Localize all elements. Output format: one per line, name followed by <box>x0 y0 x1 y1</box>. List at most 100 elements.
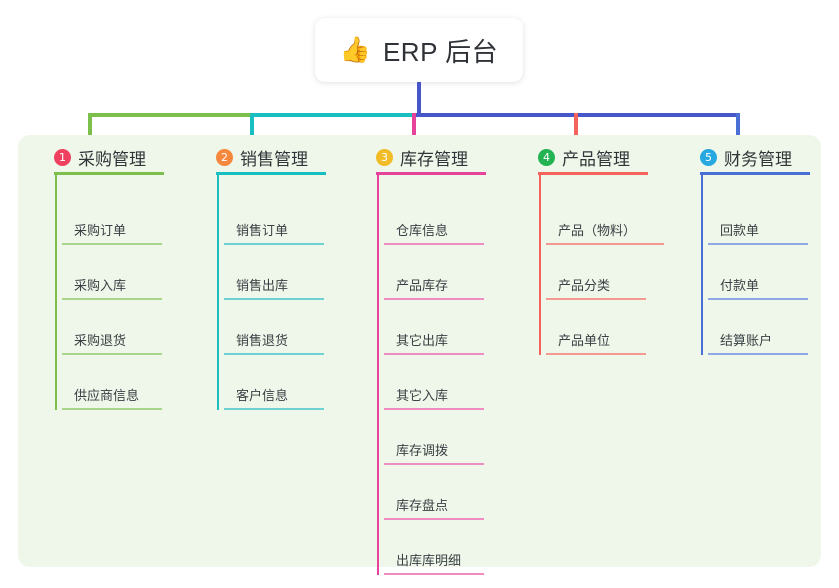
module-item-label: 产品库存 <box>396 278 449 293</box>
module-item-label: 其它入库 <box>396 388 449 403</box>
module-item-label: 出库库明细 <box>396 553 462 568</box>
module-item[interactable]: 其它入库 <box>384 362 484 410</box>
module-item[interactable]: 产品库存 <box>384 252 484 300</box>
module-title: 库存管理 <box>400 150 468 169</box>
module-item-rule <box>384 408 484 410</box>
module-number-badge: 1 <box>54 149 71 166</box>
module-item[interactable]: 仓库信息 <box>384 197 484 245</box>
connector-stem <box>417 82 421 115</box>
connector-drop-5 <box>736 113 740 147</box>
module-number-badge: 5 <box>700 149 717 166</box>
module-item-rule <box>708 298 808 300</box>
module-header-rule <box>54 172 164 175</box>
module-item-rule <box>384 353 484 355</box>
module-item-label: 客户信息 <box>236 388 289 403</box>
module-item[interactable]: 其它出库 <box>384 307 484 355</box>
module-title: 销售管理 <box>240 150 308 169</box>
module-item[interactable]: 回款单 <box>708 197 808 245</box>
module-item[interactable]: 库存调拨 <box>384 417 484 465</box>
module-item-label: 采购退货 <box>74 333 127 348</box>
module-item-label: 付款单 <box>720 278 760 293</box>
connector-drop-1 <box>88 113 92 147</box>
module-item[interactable]: 采购订单 <box>62 197 162 245</box>
module-header-rule <box>700 172 810 175</box>
module-number-badge: 4 <box>538 149 555 166</box>
module-item-rule <box>62 408 162 410</box>
module-item-label: 库存盘点 <box>396 498 449 513</box>
page-title: ERP 后台 <box>382 36 499 67</box>
connector-drop-4 <box>574 113 578 147</box>
module-item-label: 仓库信息 <box>396 223 449 238</box>
module-spine <box>55 175 57 410</box>
module-item-label: 采购入库 <box>74 278 127 293</box>
module-title: 采购管理 <box>78 150 146 169</box>
module-title: 财务管理 <box>724 150 792 169</box>
module-item[interactable]: 库存盘点 <box>384 472 484 520</box>
module-item-label: 销售退货 <box>236 333 289 348</box>
module-item[interactable]: 销售退货 <box>224 307 324 355</box>
module-item[interactable]: 产品（物料） <box>546 197 664 245</box>
module-item-label: 销售出库 <box>236 278 289 293</box>
module-number-badge: 2 <box>216 149 233 166</box>
module-spine <box>377 175 379 575</box>
module-item[interactable]: 客户信息 <box>224 362 324 410</box>
module-header-4[interactable]: 4 产品管理 <box>538 145 630 170</box>
module-header-3[interactable]: 3 库存管理 <box>376 145 468 170</box>
module-item-label: 回款单 <box>720 223 760 238</box>
module-item-rule <box>384 463 484 465</box>
module-header-rule <box>538 172 648 175</box>
root-node-content: 👍 ERP 后台 <box>340 32 498 69</box>
module-item-label: 产品分类 <box>558 278 611 293</box>
module-number-badge: 3 <box>376 149 393 166</box>
module-item[interactable]: 销售订单 <box>224 197 324 245</box>
thumbs-up-icon: 👍 <box>339 35 371 64</box>
module-item-rule <box>384 518 484 520</box>
connector-drop-3 <box>412 113 416 147</box>
module-item-label: 产品单位 <box>558 333 611 348</box>
module-header-rule <box>376 172 486 175</box>
module-item-rule <box>546 353 646 355</box>
module-item-rule <box>384 243 484 245</box>
connector-bus-segment-2 <box>250 113 412 117</box>
module-item-rule <box>384 298 484 300</box>
module-item-label: 其它出库 <box>396 333 449 348</box>
module-item-rule <box>224 408 324 410</box>
module-item-label: 销售订单 <box>236 223 289 238</box>
module-item[interactable]: 供应商信息 <box>62 362 162 410</box>
module-spine <box>217 175 219 410</box>
module-header-2[interactable]: 2 销售管理 <box>216 145 308 170</box>
module-item[interactable]: 采购入库 <box>62 252 162 300</box>
module-item[interactable]: 出库库明细 <box>384 527 484 575</box>
module-item-label: 结算账户 <box>720 333 773 348</box>
module-header-rule <box>216 172 326 175</box>
module-item-rule <box>708 243 808 245</box>
module-item-rule <box>62 298 162 300</box>
module-spine <box>539 175 541 355</box>
module-item[interactable]: 销售出库 <box>224 252 324 300</box>
module-item-label: 采购订单 <box>74 223 127 238</box>
module-item-label: 产品（物料） <box>558 223 637 238</box>
module-item[interactable]: 产品分类 <box>546 252 646 300</box>
module-item-rule <box>62 243 162 245</box>
module-item[interactable]: 产品单位 <box>546 307 646 355</box>
module-title: 产品管理 <box>562 150 630 169</box>
module-spine <box>701 175 703 355</box>
connector-bus-segment-1 <box>88 113 250 117</box>
module-item-label: 库存调拨 <box>396 443 449 458</box>
module-item-rule <box>224 298 324 300</box>
module-header-5[interactable]: 5 财务管理 <box>700 145 792 170</box>
module-item[interactable]: 结算账户 <box>708 307 808 355</box>
module-item-rule <box>708 353 808 355</box>
module-item-rule <box>546 298 646 300</box>
modules-panel: 1 采购管理采购订单采购入库采购退货供应商信息 2 销售管理销售订单销售出库销售退货客… <box>18 135 821 575</box>
module-item-rule <box>224 243 324 245</box>
module-item-label: 供应商信息 <box>74 388 140 403</box>
module-item[interactable]: 付款单 <box>708 252 808 300</box>
module-item-rule <box>224 353 324 355</box>
root-node-erp[interactable]: 👍 ERP 后台 <box>315 18 523 82</box>
module-item-rule <box>384 573 484 575</box>
module-header-1[interactable]: 1 采购管理 <box>54 145 146 170</box>
connector-drop-2 <box>250 113 254 147</box>
module-item[interactable]: 采购退货 <box>62 307 162 355</box>
